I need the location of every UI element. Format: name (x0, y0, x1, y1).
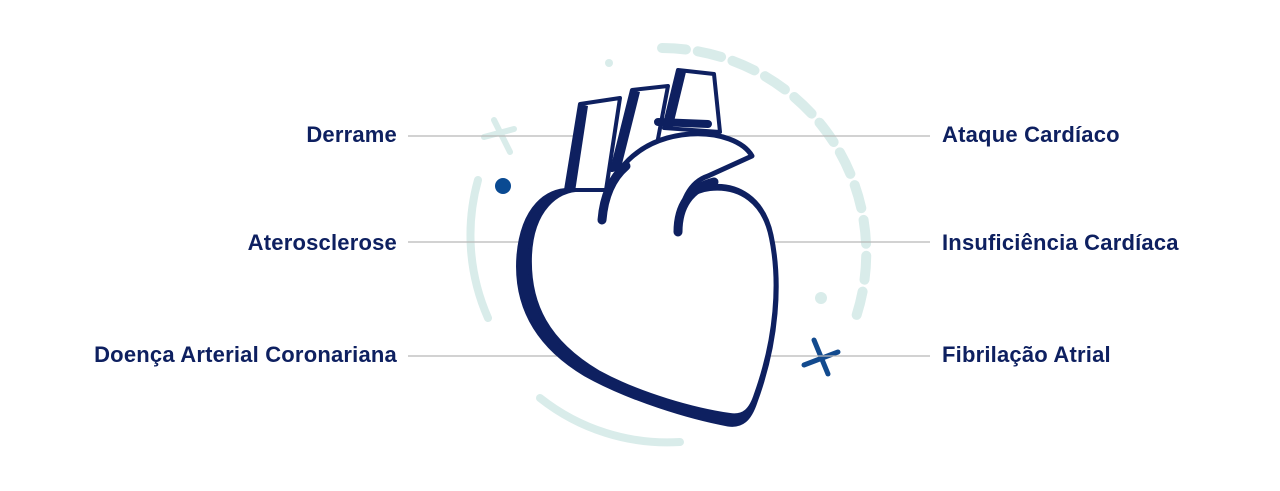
decor-small-dot-top (605, 59, 613, 67)
connector-lines (408, 135, 930, 357)
heart-icon (516, 68, 779, 427)
accent-cross-icon (801, 337, 841, 377)
accent-dot (495, 178, 511, 194)
decor-small-dot-right (815, 292, 827, 304)
decor-ring (466, 43, 872, 447)
label-fibrilacao-atrial: Fibrilação Atrial (942, 342, 1111, 367)
vessel-middle-side (612, 90, 640, 172)
decor-ring-bottom-arc (536, 394, 684, 447)
label-derrame: Derrame (306, 122, 397, 147)
aortic-arch-inner (597, 161, 631, 225)
decor-ring-dashed-arc (657, 43, 872, 325)
vessel-left-side (566, 104, 588, 192)
label-aterosclerose: Aterosclerose (247, 230, 397, 255)
aortic-arch-right-curl (673, 177, 719, 237)
vessel-right-band (654, 118, 712, 128)
label-insuficiencia-cardiaca: Insuficiência Cardíaca (942, 230, 1179, 255)
decor-ring-left-arc (466, 176, 492, 322)
vessel-right-side (664, 70, 686, 130)
label-doenca-arterial-coronariana: Doença Arterial Coronariana (94, 342, 397, 367)
label-ataque-cardiaco: Ataque Cardíaco (942, 122, 1120, 147)
